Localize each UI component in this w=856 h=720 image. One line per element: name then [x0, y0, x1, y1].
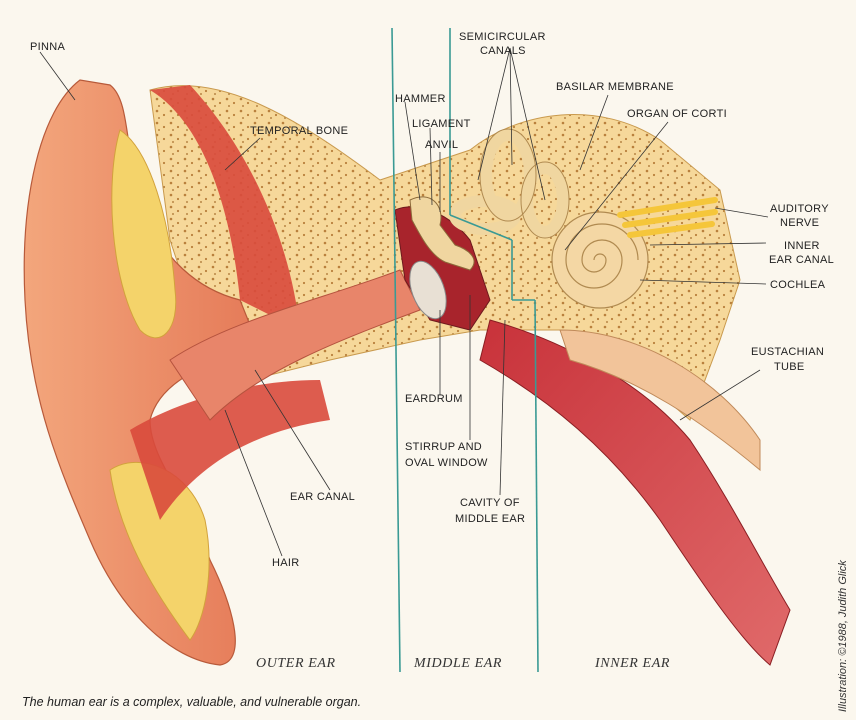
section-outer-ear: OUTER EAR	[256, 656, 336, 671]
eustachian-tube-outer	[559, 329, 761, 472]
label-middle-ear-cavity: MIDDLE EAR	[455, 513, 525, 525]
label-cavity: CAVITY OF	[460, 497, 520, 509]
label-pinna: PINNA	[30, 41, 65, 53]
label-eustachian-tube-2: TUBE	[774, 361, 805, 373]
label-cochlea: COCHLEA	[770, 279, 826, 291]
label-auditory-nerve: AUDITORY	[770, 203, 829, 215]
label-inner-ear-canal: INNER	[784, 240, 820, 252]
label-ear-canal: EAR CANAL	[290, 491, 355, 503]
ossicles	[409, 196, 475, 271]
eardrum	[409, 260, 447, 320]
eustachian-tube	[479, 319, 791, 666]
label-oval-window: OVAL WINDOW	[405, 457, 488, 469]
leader-lines	[39, 47, 769, 557]
label-inner-ear-canal-2: EAR CANAL	[769, 254, 834, 266]
ear-canal	[169, 269, 421, 421]
label-anvil: ANVIL	[425, 139, 458, 151]
section-inner-ear: INNER EAR	[594, 656, 670, 671]
label-ligament: LIGAMENT	[412, 118, 471, 130]
label-basilar-membrane: BASILAR MEMBRANE	[556, 81, 674, 93]
label-organ-of-corti: ORGAN OF CORTI	[627, 108, 727, 120]
label-semicircular-canals-2: CANALS	[480, 45, 526, 57]
label-hair: HAIR	[272, 557, 299, 569]
illustration-credit: Illustration: ©1988, Judith Glick	[837, 560, 849, 712]
auditory-nerve	[617, 197, 718, 238]
label-semicircular-canals: SEMICIRCULAR	[459, 31, 546, 43]
label-temporal-bone: TEMPORAL BONE	[250, 125, 348, 137]
label-hammer: HAMMER	[395, 93, 446, 105]
figure-caption: The human ear is a complex, valuable, an…	[22, 695, 361, 709]
pinna-inner-fold	[111, 129, 177, 339]
section-middle-ear: MIDDLE EAR	[413, 656, 502, 671]
pinna	[23, 79, 261, 666]
cochlea-spiral	[565, 223, 639, 289]
label-auditory-nerve-2: NERVE	[780, 217, 819, 229]
label-stirrup: STIRRUP AND	[405, 441, 482, 453]
label-eardrum: EARDRUM	[405, 393, 463, 405]
label-eustachian-tube: EUSTACHIAN	[751, 346, 824, 358]
outer-muscle	[150, 85, 300, 330]
section-dividers	[391, 27, 539, 673]
lower-muscle	[130, 380, 330, 520]
